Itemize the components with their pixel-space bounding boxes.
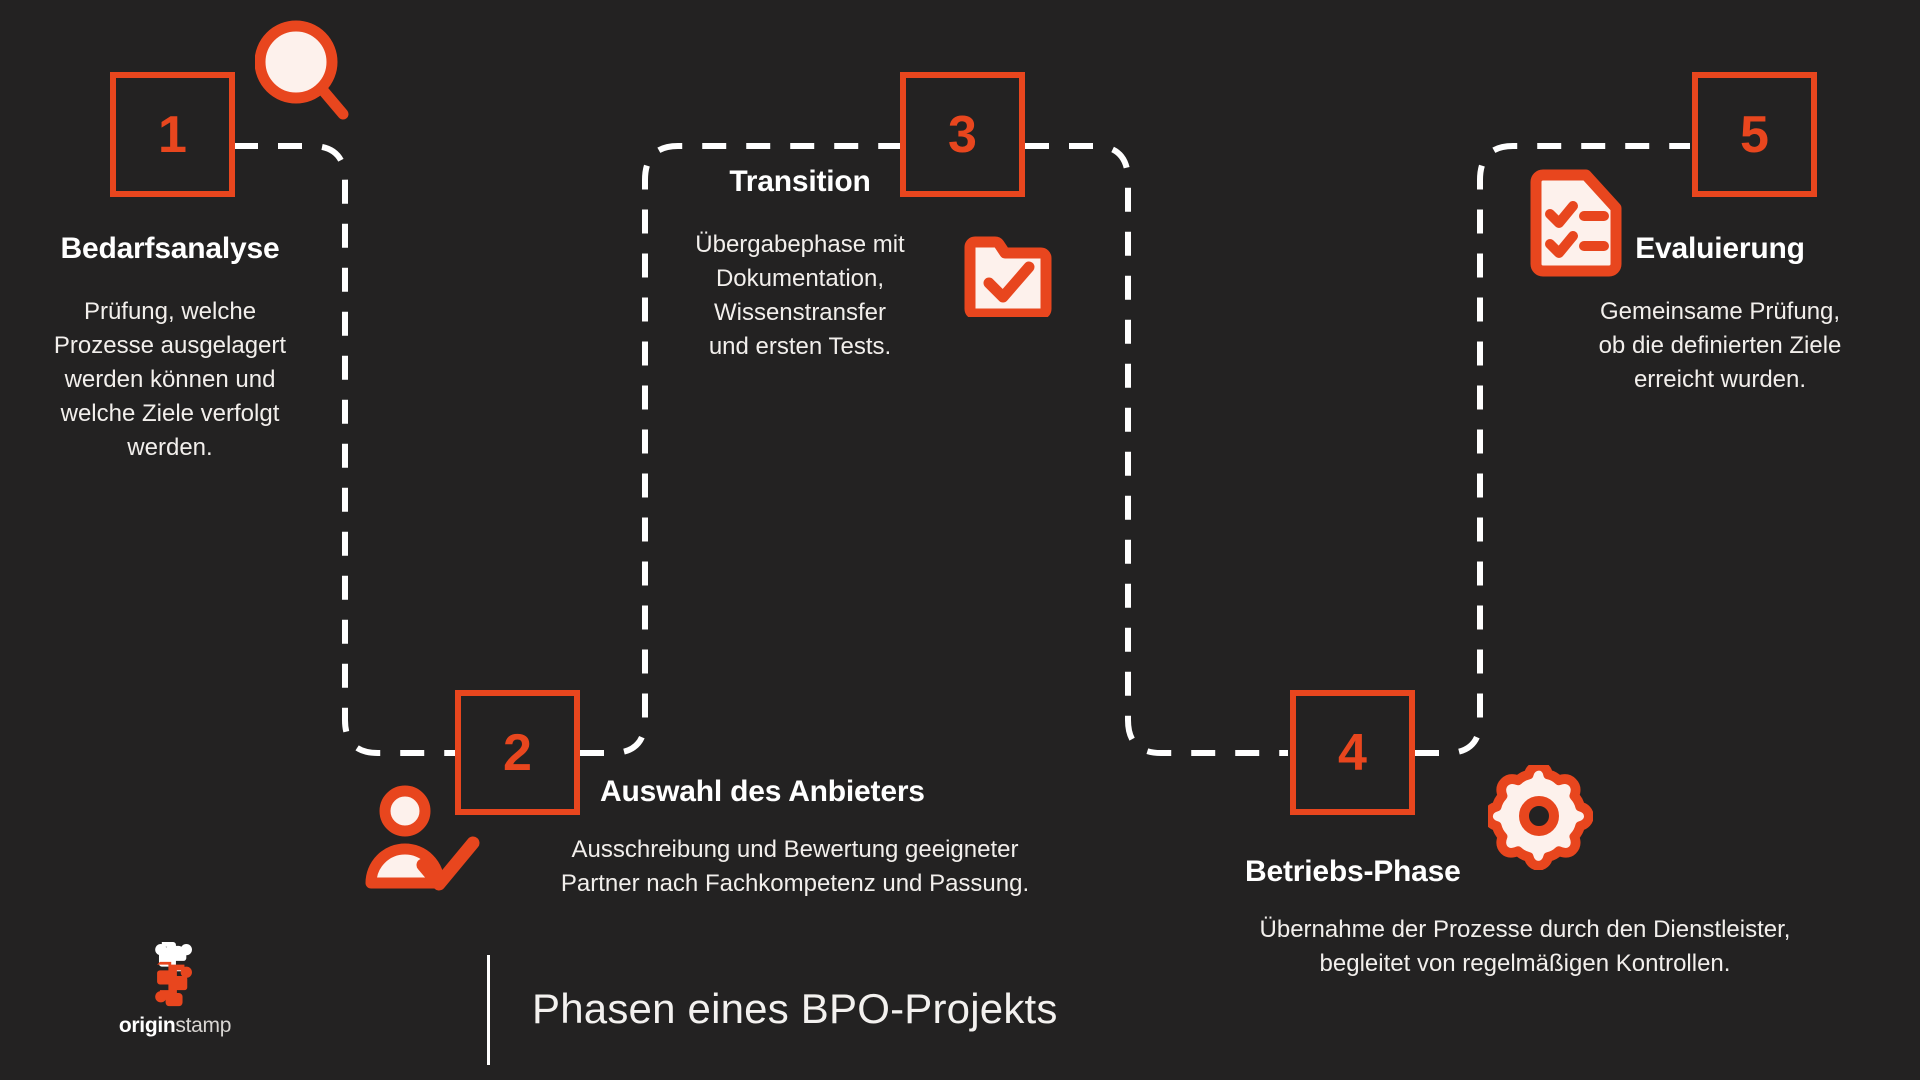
step-1-title: Bedarfsanalyse — [60, 232, 280, 265]
step-4-description: Übernahme der Prozesse durch den Dienstl… — [1259, 916, 1791, 978]
footer-divider — [487, 955, 490, 1065]
checklist-document-icon — [1528, 168, 1628, 278]
brand-word-bold: origin — [118, 1014, 176, 1037]
step-2-number-badge: 2 — [455, 690, 580, 815]
magnifier-icon — [254, 20, 350, 130]
step-5-description: Gemeinsame Prüfung, ob die definierten Z… — [1598, 298, 1842, 394]
step-2-number: 2 — [503, 723, 532, 782]
step-1-description: Prüfung, welche Prozesse ausgelagert wer… — [53, 298, 287, 462]
step-5-number-badge: 5 — [1692, 72, 1817, 197]
step-4-number: 4 — [1338, 723, 1367, 782]
step-3-title: Transition — [729, 165, 871, 198]
step-4-number-badge: 4 — [1290, 690, 1415, 815]
folder-check-icon — [963, 235, 1053, 320]
originstamp-s-logo-icon — [155, 942, 192, 1007]
brand-word-light: stamp — [175, 1014, 232, 1037]
connector-3-to-4 — [1025, 143, 1288, 756]
step-3-number: 3 — [948, 105, 977, 164]
user-check-icon — [363, 785, 481, 895]
step-1-number: 1 — [158, 105, 187, 164]
step-2-title: Auswahl des Anbieters — [600, 775, 925, 808]
step-2-description: Ausschreibung und Bewertung geeigneter P… — [560, 836, 1030, 898]
step-3-description: Übergabephase mit Dokumentation, Wissens… — [695, 231, 905, 361]
step-3-number-badge: 3 — [900, 72, 1025, 197]
step-1-number-badge: 1 — [110, 72, 235, 197]
page-title: Phasen eines BPO-Projekts — [532, 985, 1058, 1032]
gear-icon — [1483, 760, 1594, 871]
brand-logo: originstamp — [95, 938, 255, 1038]
step-5-number: 5 — [1740, 105, 1769, 164]
step-5-title: Evaluierung — [1635, 232, 1805, 265]
step-4-title: Betriebs-Phase — [1245, 855, 1461, 888]
brand-wordmark: originstamp — [95, 1014, 255, 1038]
